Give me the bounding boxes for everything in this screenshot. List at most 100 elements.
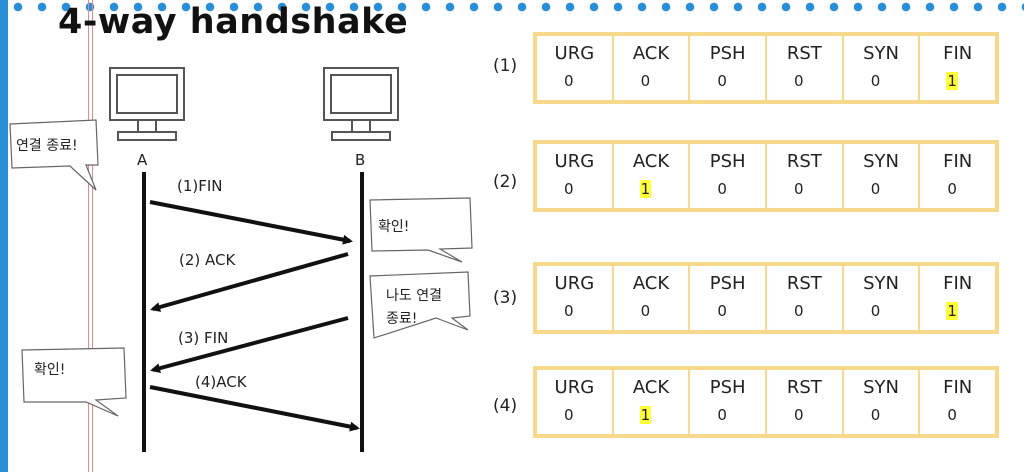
bubble-text: 확인! bbox=[378, 219, 409, 235]
flag-name: RST bbox=[786, 151, 822, 172]
flag-value: 0 bbox=[870, 302, 881, 320]
flag-cell: PSH 0 bbox=[690, 36, 768, 100]
flag-value: 0 bbox=[717, 72, 727, 90]
left-accent-bar bbox=[0, 0, 8, 472]
message-label: (4)ACK bbox=[195, 373, 248, 391]
bubble-text: 종료! bbox=[386, 311, 417, 327]
flag-row: URG 0 ACK 0 PSH 0 RST 0 SYN 0 FIN 1 bbox=[533, 32, 999, 104]
flag-row: URG 0 ACK 0 PSH 0 RST 0 SYN 0 FIN 1 bbox=[533, 262, 999, 334]
flag-name: URG bbox=[554, 151, 595, 172]
arrow-fin-3 bbox=[150, 316, 349, 374]
flag-value: 0 bbox=[564, 302, 574, 320]
flag-cell: URG 0 bbox=[537, 266, 614, 330]
flag-value: 0 bbox=[794, 180, 804, 198]
flag-value: 0 bbox=[870, 406, 881, 424]
flag-name: FIN bbox=[943, 151, 973, 172]
flag-cell: SYN 0 bbox=[844, 370, 921, 434]
message-label: (2) ACK bbox=[179, 251, 236, 269]
flag-cell: RST 0 bbox=[767, 144, 844, 208]
flag-cell: ACK 0 bbox=[614, 36, 691, 100]
flag-cell: PSH 0 bbox=[690, 370, 768, 434]
speech-bubble-a-close: 연결 종료! bbox=[9, 119, 99, 191]
flag-name: URG bbox=[554, 43, 595, 64]
speech-bubble-b-confirm: 확인! bbox=[369, 197, 473, 263]
flag-name: FIN bbox=[943, 377, 973, 398]
flag-value: 0 bbox=[564, 406, 574, 424]
flag-name: RST bbox=[786, 43, 822, 64]
arrow-ack-4 bbox=[149, 385, 360, 432]
computer-a-icon bbox=[109, 67, 185, 141]
bubble-text: 확인! bbox=[34, 362, 65, 378]
message-label: (1)FIN bbox=[177, 177, 223, 195]
flag-cell: SYN 0 bbox=[844, 266, 921, 330]
flag-value: 0 bbox=[717, 406, 727, 424]
flag-name: RST bbox=[786, 273, 822, 294]
flag-name: ACK bbox=[632, 273, 670, 294]
flag-name: URG bbox=[554, 377, 595, 398]
flag-name: RST bbox=[786, 377, 822, 398]
flag-value: 0 bbox=[870, 72, 881, 90]
flag-cell: RST 0 bbox=[767, 266, 844, 330]
flag-cell: FIN 1 bbox=[920, 266, 995, 330]
flag-cell: URG 0 bbox=[537, 370, 614, 434]
flag-value: 0 bbox=[794, 72, 804, 90]
flag-cell: ACK 0 bbox=[614, 266, 691, 330]
flag-value: 0 bbox=[640, 302, 651, 320]
flag-cell: FIN 1 bbox=[920, 36, 995, 100]
flag-name: PSH bbox=[709, 43, 746, 64]
margin-line bbox=[88, 0, 89, 472]
step-label: (1) bbox=[493, 56, 518, 76]
flag-name: PSH bbox=[709, 273, 746, 294]
flag-name: SYN bbox=[863, 43, 899, 64]
flag-value: 1 bbox=[639, 180, 652, 198]
flag-value: 0 bbox=[947, 180, 957, 198]
flag-name: ACK bbox=[632, 151, 670, 172]
flag-value: 0 bbox=[870, 180, 881, 198]
step-label: (3) bbox=[493, 288, 518, 308]
flag-value: 0 bbox=[564, 72, 574, 90]
flag-value: 0 bbox=[794, 406, 804, 424]
flag-cell: URG 0 bbox=[537, 36, 614, 100]
flag-cell: SYN 0 bbox=[844, 144, 921, 208]
flag-value: 0 bbox=[717, 180, 727, 198]
flag-cell: PSH 0 bbox=[690, 266, 768, 330]
step-label: (2) bbox=[493, 172, 518, 192]
computer-b-icon bbox=[323, 67, 399, 141]
flag-cell: ACK 1 bbox=[614, 144, 691, 208]
flag-value: 1 bbox=[946, 72, 958, 90]
speech-bubble-a-confirm: 확인! bbox=[21, 347, 127, 417]
flag-name: SYN bbox=[863, 151, 899, 172]
speech-bubble-b-close: 나도 연결 종료! bbox=[369, 271, 471, 339]
flag-value: 0 bbox=[717, 302, 727, 320]
flag-cell: FIN 0 bbox=[920, 144, 995, 208]
flag-value: 0 bbox=[794, 302, 804, 320]
arrow-ack-2 bbox=[150, 252, 349, 312]
flag-cell: RST 0 bbox=[767, 36, 844, 100]
message-label: (3) FIN bbox=[178, 329, 228, 347]
flag-cell: PSH 0 bbox=[690, 144, 768, 208]
flag-value: 1 bbox=[946, 302, 958, 320]
handshake-diagram: A B (1)FIN (2) ACK (3) FIN (4)ACK 연결 종료!… bbox=[9, 67, 473, 452]
top-border-dots bbox=[0, 0, 1024, 14]
page-title: 4-way handshake bbox=[58, 2, 409, 42]
flag-name: SYN bbox=[863, 273, 899, 294]
flag-value: 0 bbox=[947, 406, 957, 424]
flag-cell: RST 0 bbox=[767, 370, 844, 434]
flag-name: FIN bbox=[943, 273, 973, 294]
arrow-fin-1 bbox=[149, 200, 353, 245]
flag-value: 0 bbox=[640, 72, 651, 90]
host-a-label: A bbox=[137, 151, 148, 169]
flag-name: FIN bbox=[943, 43, 973, 64]
flag-name: URG bbox=[554, 273, 595, 294]
host-b-label: B bbox=[355, 151, 365, 169]
flag-name: PSH bbox=[709, 377, 746, 398]
flag-name: PSH bbox=[709, 151, 746, 172]
flag-name: SYN bbox=[863, 377, 899, 398]
flag-name: ACK bbox=[632, 43, 670, 64]
flag-cell: FIN 0 bbox=[920, 370, 995, 434]
margin-line bbox=[92, 0, 93, 472]
